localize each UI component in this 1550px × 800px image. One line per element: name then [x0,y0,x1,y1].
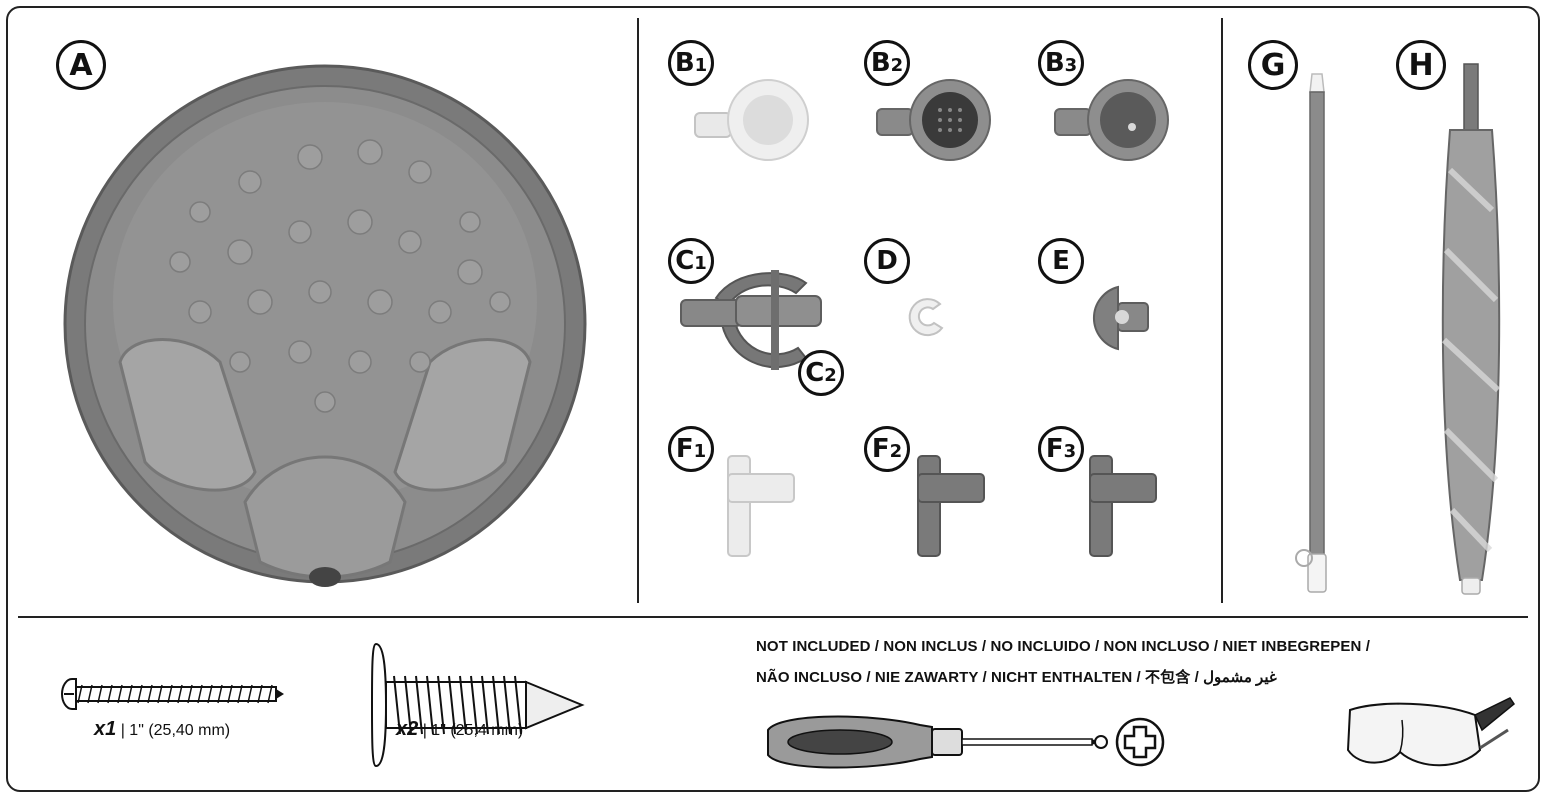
not-included-line-2: NÃO INCLUSO / NIE ZAWARTY / NICHT ENTHAL… [756,666,1277,687]
divider-horizontal [18,616,1528,618]
part-b1-light-cap-image [690,75,820,165]
label-part-d: D [864,238,910,284]
small-screw-icon [60,677,285,711]
not-included-line-1: NOT INCLUDED / NON INCLUS / NO INCLUIDO … [756,638,1370,655]
part-f2-dark-hook-image [910,452,990,562]
part-b3-nozzle-cap-image [1050,75,1180,165]
small-screw-quantity: x1 | 1" (25,40 mm) [94,718,230,741]
large-screw-quantity: x2 | 1" (25,4 mm) [396,718,523,741]
large-screw-icon [370,640,585,770]
part-b2-shower-cap-image [872,75,1002,165]
part-e-half-disc-image [1082,283,1162,353]
phillips-screwdriver-icon [760,705,1175,780]
part-g-pole-image [1290,70,1350,600]
part-h-umbrella-image [1420,60,1520,600]
part-d-c-ring-image [900,292,960,342]
divider-vertical-2 [1221,18,1223,603]
part-f3-dark-hook-image [1082,452,1162,562]
part-a-sand-pool-image [50,62,610,602]
part-f1-light-hook-image [720,452,800,562]
label-part-e: E [1038,238,1084,284]
safety-glasses-icon [1340,690,1520,780]
divider-vertical-1 [637,18,639,603]
